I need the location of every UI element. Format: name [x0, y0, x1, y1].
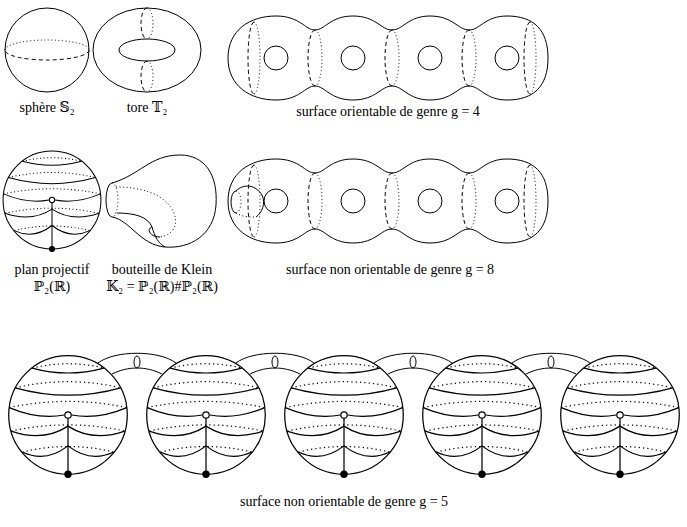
- caption-label: sphère 𝕊₂: [19, 100, 74, 116]
- caption-label: 𝕂₂ = ℙ₂(ℝ)#ℙ₂(ℝ): [106, 279, 218, 295]
- caption-label: tore 𝕋₂: [127, 100, 168, 116]
- caption-label: ℙ₂(ℝ): [34, 279, 70, 295]
- caption-label: bouteille de Klein: [112, 262, 212, 278]
- caption-label: surface non orientable de genre g = 5: [240, 494, 448, 510]
- caption-label: surface orientable de genre g = 4: [296, 104, 480, 120]
- caption-label: plan projectif: [14, 262, 89, 278]
- caption-label: surface non orientable de genre g = 8: [286, 262, 494, 278]
